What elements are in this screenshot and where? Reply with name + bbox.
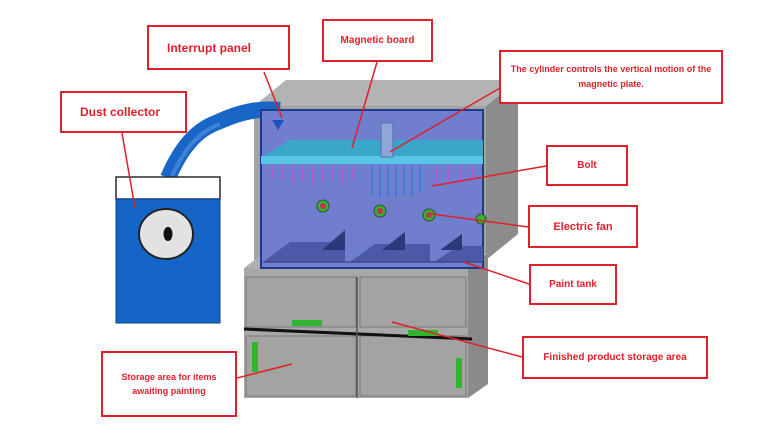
door-handle [456,358,462,388]
cylinder [380,122,394,158]
leader-lines [121,61,547,379]
door-handle [408,330,438,336]
lower-cabinet [243,253,488,398]
label-storage-awaiting: Storage area for items awaiting painting [101,351,237,417]
label-paint-tank: Paint tank [529,264,617,305]
label-electric-fan: Electric fan [528,205,638,248]
magnetic-board [261,140,483,158]
label-interrupt-panel: Interrupt panel [147,25,290,70]
door-handle [252,342,258,372]
paint-tanks [263,230,483,263]
interrupt-panel-icon [272,120,284,130]
dust-collector [115,176,221,324]
label-magnetic-board: Magnetic board [322,19,433,62]
label-bolt: Bolt [546,145,628,186]
label-finished-storage: Finished product storage area [522,336,708,379]
bolts [271,166,473,198]
electric-fans [316,199,487,225]
label-cylinder: The cylinder controls the vertical motio… [499,50,723,104]
painting-chamber [260,109,487,269]
label-dust-collector: Dust collector [60,91,187,133]
door-handle [292,320,322,326]
